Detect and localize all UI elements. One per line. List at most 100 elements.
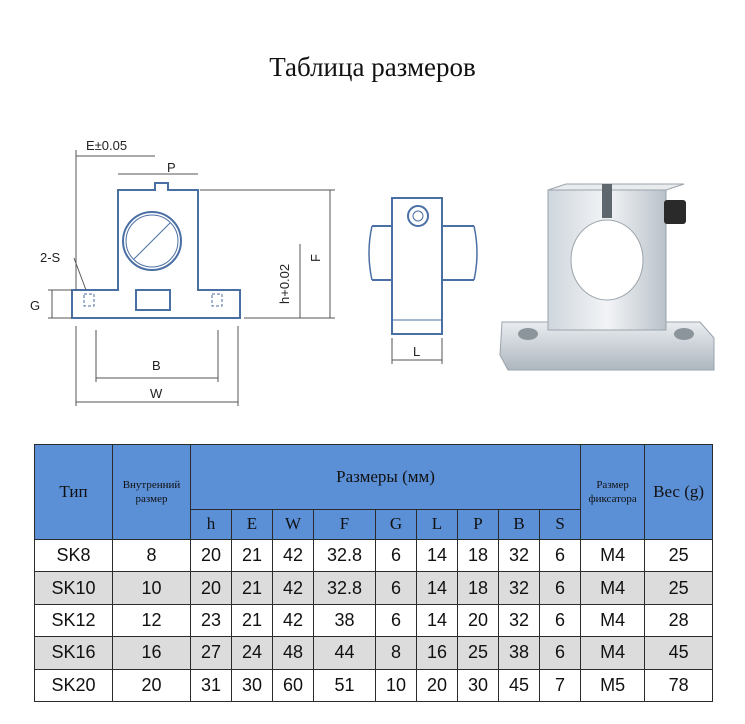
cell-dim-g: 10 xyxy=(375,668,417,703)
header-weight: Вес (g) xyxy=(644,443,714,541)
cell-weight: 45 xyxy=(644,636,714,670)
cell-inner-size: 20 xyxy=(112,668,191,703)
header-inner-size: Внутренний размер xyxy=(112,443,191,541)
cell-type: SK10 xyxy=(34,571,113,605)
cell-dim-s: 6 xyxy=(538,636,582,670)
cell-dim-p: 30 xyxy=(457,668,499,703)
cell-dim-s: 6 xyxy=(538,603,582,638)
front-dimensions xyxy=(48,150,335,406)
header-fixator-size: Размер фиксатора xyxy=(580,443,646,541)
cell-inner-size: 16 xyxy=(112,636,191,670)
cell-dim-w: 48 xyxy=(272,636,314,670)
cell-fixator: M4 xyxy=(580,571,646,605)
cell-dim-h: 20 xyxy=(190,571,232,605)
label-p: P xyxy=(167,160,176,175)
cell-dim-w: 42 xyxy=(272,539,314,573)
cell-dim-f: 32.8 xyxy=(313,571,376,605)
cell-fixator: M4 xyxy=(580,636,646,670)
header-dim-e: E xyxy=(231,508,273,541)
cell-dim-e: 24 xyxy=(231,636,273,670)
header-dim-f: F xyxy=(313,508,376,541)
header-dim-w: W xyxy=(272,508,314,541)
label-s: 2-S xyxy=(40,250,61,265)
cell-dim-b: 32 xyxy=(498,571,540,605)
header-dim-s: S xyxy=(538,508,582,541)
cell-dim-f: 38 xyxy=(313,603,376,638)
cell-dim-e: 21 xyxy=(231,571,273,605)
cell-dim-b: 32 xyxy=(498,603,540,638)
header-dim-b: B xyxy=(498,508,540,541)
cell-dim-s: 7 xyxy=(538,668,582,703)
header-dim-g: G xyxy=(375,508,417,541)
cell-type: SK20 xyxy=(34,668,113,703)
cell-dim-s: 6 xyxy=(538,571,582,605)
cell-dim-e: 21 xyxy=(231,603,273,638)
cell-dim-g: 6 xyxy=(375,571,417,605)
cell-type: SK16 xyxy=(34,636,113,670)
cell-dim-h: 23 xyxy=(190,603,232,638)
cell-inner-size: 8 xyxy=(112,539,191,573)
cell-type: SK8 xyxy=(34,539,113,573)
cell-weight: 28 xyxy=(644,603,714,638)
cell-dim-l: 20 xyxy=(416,668,458,703)
header-dim-p: P xyxy=(457,508,499,541)
cell-fixator: M4 xyxy=(580,603,646,638)
label-g: G xyxy=(30,298,40,313)
cell-dim-h: 20 xyxy=(190,539,232,573)
cell-dim-g: 6 xyxy=(375,539,417,573)
label-e: E±0.05 xyxy=(86,138,127,153)
label-h: h+0.02 xyxy=(277,264,292,304)
cell-inner-size: 12 xyxy=(112,603,191,638)
cell-dim-f: 32.8 xyxy=(313,539,376,573)
page-title: Таблица размеров xyxy=(269,52,476,82)
cell-fixator: M4 xyxy=(580,539,646,573)
header-type: Тип xyxy=(34,443,113,541)
header-dim-l: L xyxy=(416,508,458,541)
cell-dim-h: 27 xyxy=(190,636,232,670)
cell-dim-b: 38 xyxy=(498,636,540,670)
front-view xyxy=(71,182,241,319)
product-photo xyxy=(499,183,715,371)
cell-dim-w: 60 xyxy=(272,668,314,703)
cell-type: SK12 xyxy=(34,603,113,638)
header-dim-h: h xyxy=(190,508,232,541)
cell-dim-l: 14 xyxy=(416,539,458,573)
cell-dim-s: 6 xyxy=(538,539,582,573)
cell-dim-p: 18 xyxy=(457,571,499,605)
cell-dim-g: 6 xyxy=(375,603,417,638)
cell-dim-l: 14 xyxy=(416,603,458,638)
cell-fixator: M5 xyxy=(580,668,646,703)
cell-dim-p: 18 xyxy=(457,539,499,573)
label-f: F xyxy=(308,254,323,262)
technical-drawing: E±0.05 P 2-S G B W h+0.02 F L xyxy=(30,138,715,406)
cell-dim-w: 42 xyxy=(272,603,314,638)
cell-dim-f: 44 xyxy=(313,636,376,670)
cell-inner-size: 10 xyxy=(112,571,191,605)
cell-dim-g: 8 xyxy=(375,636,417,670)
cell-weight: 25 xyxy=(644,571,714,605)
cell-dim-b: 45 xyxy=(498,668,540,703)
cell-dim-p: 20 xyxy=(457,603,499,638)
cell-dim-l: 14 xyxy=(416,571,458,605)
cell-dim-e: 30 xyxy=(231,668,273,703)
cell-dim-b: 32 xyxy=(498,539,540,573)
label-b: B xyxy=(152,358,161,373)
size-table: Тип Внутренний размер Размеры (мм) Разме… xyxy=(34,443,714,703)
cell-dim-p: 25 xyxy=(457,636,499,670)
cell-weight: 25 xyxy=(644,539,714,573)
cell-dim-h: 31 xyxy=(190,668,232,703)
side-dimensions xyxy=(391,338,443,364)
label-l: L xyxy=(413,344,420,359)
cell-dim-e: 21 xyxy=(231,539,273,573)
cell-dim-f: 51 xyxy=(313,668,376,703)
label-w: W xyxy=(150,386,163,401)
cell-dim-l: 16 xyxy=(416,636,458,670)
side-view xyxy=(368,197,478,335)
